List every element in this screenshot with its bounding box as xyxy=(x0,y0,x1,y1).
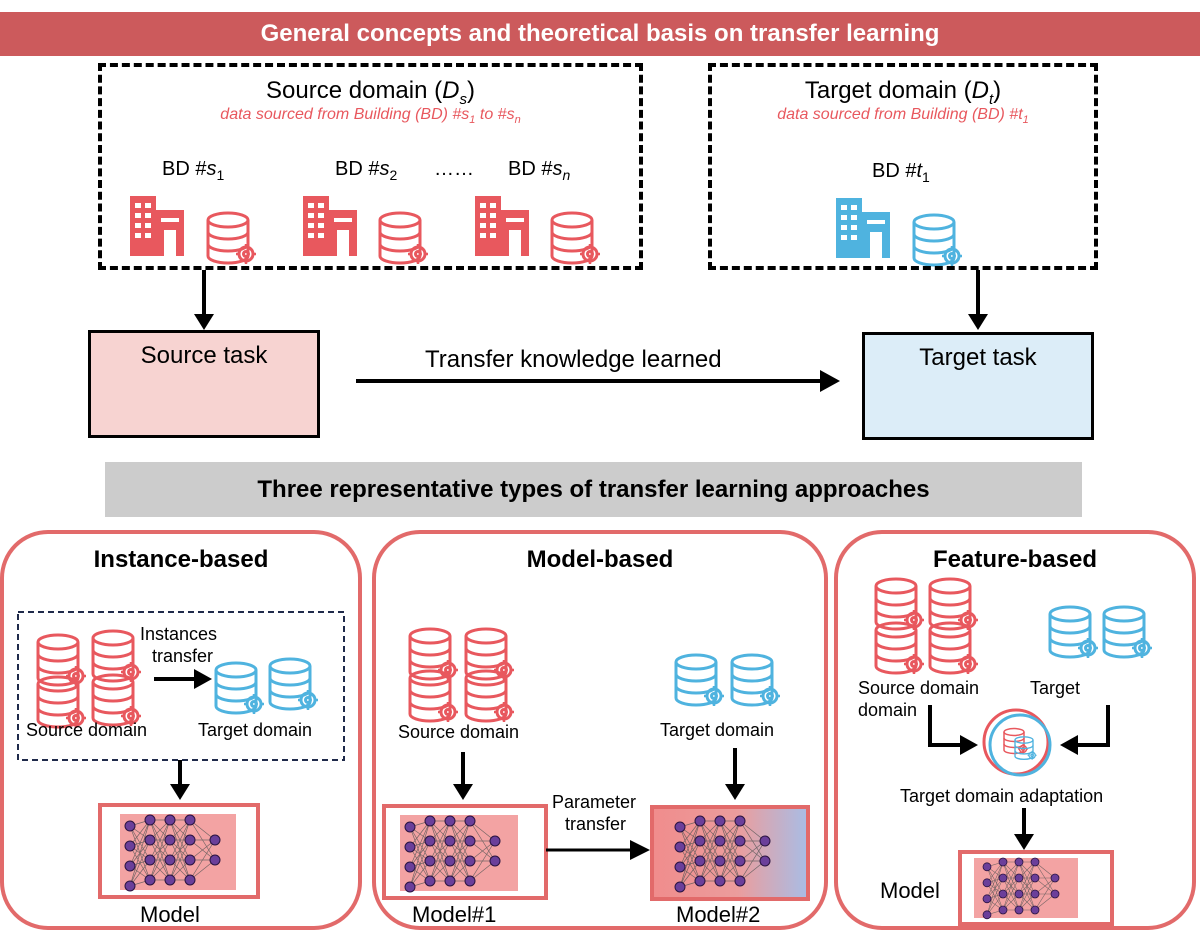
instances-transfer-label-1: Instances xyxy=(140,624,218,644)
parameter-transfer-label-2: transfer xyxy=(565,814,627,834)
section-banner: Three representative types of transfer l… xyxy=(105,462,1082,517)
feature-panel-graphics xyxy=(874,577,1154,926)
feature-target-label: Target xyxy=(1030,678,1081,698)
source-task-box xyxy=(88,330,320,438)
target-domain-box xyxy=(708,63,1098,270)
building-label-t1: BD #t1 xyxy=(872,160,930,185)
domain-task-arrows xyxy=(194,270,988,392)
model2-label: Model#2 xyxy=(676,902,761,927)
instance-panel-graphics xyxy=(17,611,345,899)
target-task-label: Target task xyxy=(919,344,1037,371)
target-domain-title: Target domain (Dt) xyxy=(804,77,1002,108)
building-label-s2: BD #s2 xyxy=(335,158,398,183)
feature-source-label-2: domain xyxy=(858,700,918,720)
building-label-s1: BD #s1 xyxy=(162,158,225,183)
target-task-box xyxy=(862,332,1094,440)
target-domain-adaptation-label: Target domain adaptation xyxy=(900,786,1104,806)
source-domain-title: Source domain (Ds) xyxy=(266,77,475,108)
model1-label: Model#1 xyxy=(412,902,497,927)
feature-source-label-1: Source domain xyxy=(858,678,980,698)
instance-source-label: Source domain xyxy=(26,720,148,740)
ellipsis: …… xyxy=(434,158,474,180)
instance-target-label: Target domain xyxy=(198,720,313,740)
feature-based-title: Feature-based xyxy=(932,546,1098,573)
model-based-panel xyxy=(372,530,828,930)
model-target-label: Target domain xyxy=(660,720,775,740)
source-domain-box xyxy=(98,63,643,270)
model-based-title: Model-based xyxy=(526,546,674,573)
instance-based-panel xyxy=(0,530,362,930)
page-title: General concepts and theoretical basis o… xyxy=(0,12,1200,56)
source-domain-subtitle: data sourced from Building (BD) #s1 to #… xyxy=(220,106,521,127)
instance-model-label: Model xyxy=(140,902,200,927)
instance-based-title: Instance-based xyxy=(93,546,269,573)
parameter-transfer-label-1: Parameter xyxy=(552,792,637,812)
feature-model-label: Model xyxy=(880,878,940,903)
instances-transfer-label-2: transfer xyxy=(152,646,214,666)
target-domain-subtitle: data sourced from Building (BD) #t1 xyxy=(777,106,1029,127)
model-source-label: Source domain xyxy=(398,722,520,742)
transfer-knowledge-label: Transfer knowledge learned xyxy=(425,346,722,373)
feature-based-panel xyxy=(834,530,1196,930)
building-label-sn: BD #sn xyxy=(508,158,571,183)
source-task-label: Source task xyxy=(140,342,268,369)
